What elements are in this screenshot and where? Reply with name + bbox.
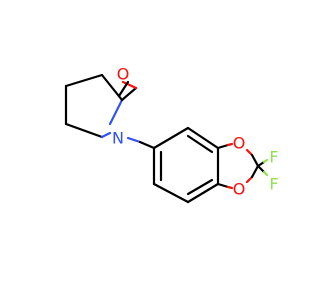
bond-c5-o-c — [117, 80, 130, 98]
atom-label-carbonyl-oxygen: O — [117, 65, 130, 84]
bond-n-cn — [100, 131, 112, 139]
bond-ar-inner-1 — [186, 134, 214, 154]
bond-cf2-ftop — [256, 160, 266, 168]
bond-obot-cf2 — [245, 175, 254, 184]
bond-otop-cf2 — [245, 148, 254, 157]
bond-c5-o-b — [121, 80, 138, 90]
bond-c2-cn — [64, 122, 104, 139]
bond-n-ar-black — [138, 140, 156, 150]
bond-obot-cf2-black — [250, 164, 260, 179]
atom-label-nitrogen: N — [112, 129, 124, 148]
bond-c3-c4 — [64, 73, 104, 88]
bond-ar4-ar5 — [186, 182, 220, 204]
bond-ar5-ar6 — [152, 182, 190, 204]
atom-label-fluorine-top: F — [269, 148, 278, 167]
bond-ar4-obot — [216, 182, 230, 189]
bond-ar3-otop — [216, 143, 230, 150]
molecule-diagram: O N O O F F — [64, 65, 279, 204]
bond-ar2-ar3 — [186, 126, 220, 150]
atom-label-fluorine-bottom: F — [269, 175, 278, 194]
bond-n-c5 — [108, 98, 124, 126]
bond-cf2-fbot — [256, 164, 266, 174]
bond-ar3-otop-red — [226, 142, 234, 147]
bond-cf2-ftop-green — [262, 158, 269, 164]
bond-ar1-ar2 — [152, 126, 190, 150]
bond-ar-inner-2 — [186, 178, 214, 196]
atom-label-dioxole-oxygen-bottom: O — [233, 180, 246, 199]
atom-label-dioxole-oxygen-top: O — [233, 134, 246, 153]
bond-ar4-obot-red — [226, 185, 234, 190]
bond-c5-o-a — [120, 86, 138, 102]
bond-cf2-fbot-green — [262, 170, 269, 177]
structure-canvas: O N O O F F — [64, 64, 279, 204]
bond-n-ar — [126, 136, 142, 144]
bond-otop-cf2-black — [250, 153, 260, 168]
